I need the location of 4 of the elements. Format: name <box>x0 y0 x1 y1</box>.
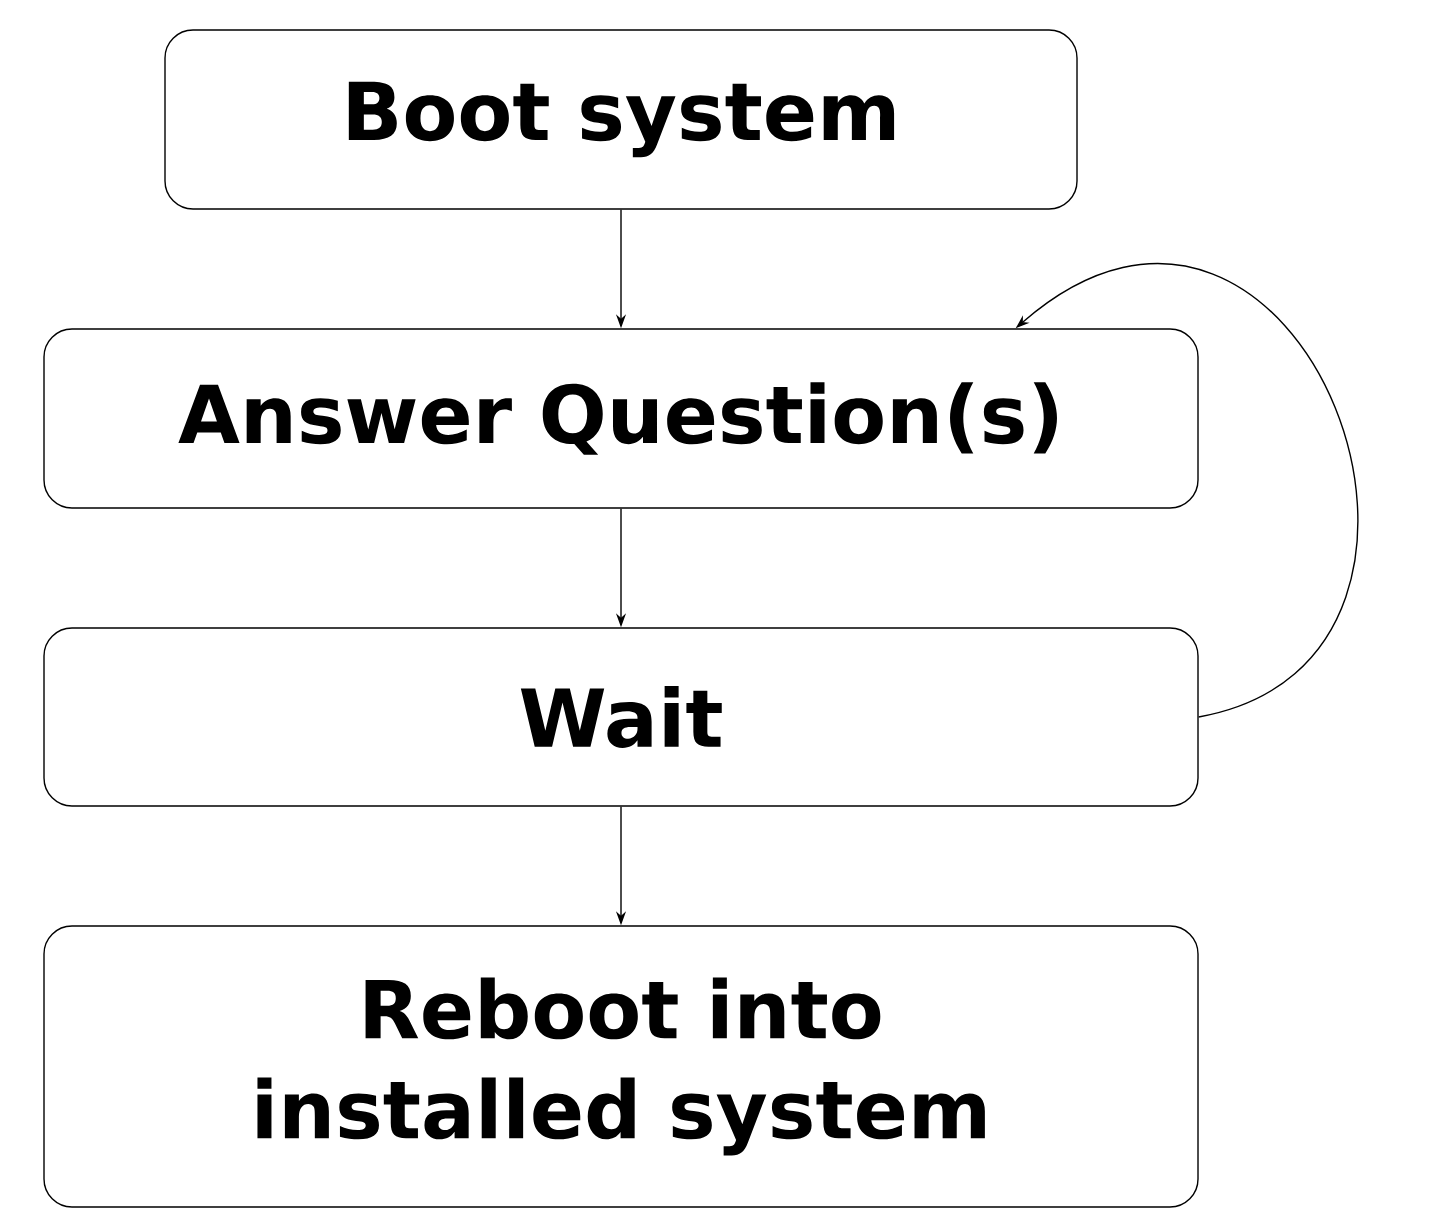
process-box: Wait <box>43 627 1199 807</box>
process-box: Answer Question(s) <box>43 328 1199 509</box>
process-box: Reboot into installed system <box>43 925 1199 1208</box>
process-box: Boot system <box>164 29 1078 210</box>
